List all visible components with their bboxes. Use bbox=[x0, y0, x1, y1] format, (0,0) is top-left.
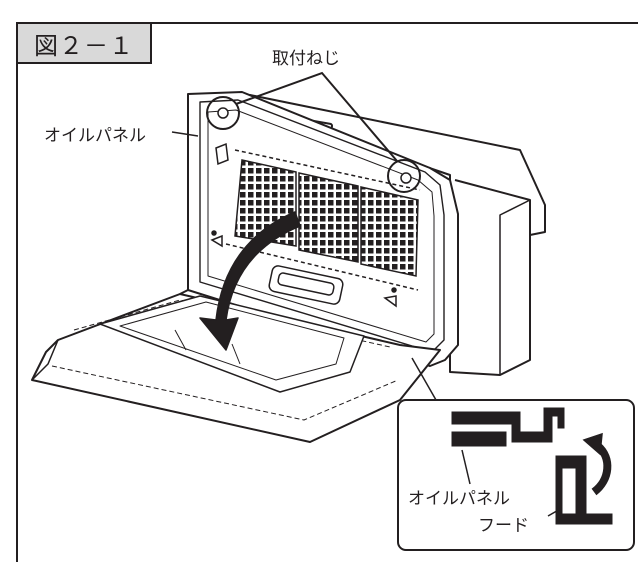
inset-leader bbox=[411, 357, 437, 401]
oil-panel-label: オイルパネル bbox=[44, 126, 146, 146]
open-direction-arrow bbox=[199, 211, 301, 351]
inset-detail bbox=[397, 399, 635, 551]
inset-hood-label: フード bbox=[478, 516, 529, 536]
panel-details bbox=[210, 107, 412, 308]
lowered-panel bbox=[31, 289, 441, 443]
figure-number: 図２－１ bbox=[16, 22, 152, 64]
screw-callouts bbox=[206, 71, 421, 193]
inset-oil-panel-label: オイルパネル bbox=[408, 489, 510, 509]
oil-panel-leader bbox=[171, 131, 199, 137]
screws-label: 取付ねじ bbox=[272, 49, 340, 69]
figure-frame bbox=[16, 22, 638, 562]
